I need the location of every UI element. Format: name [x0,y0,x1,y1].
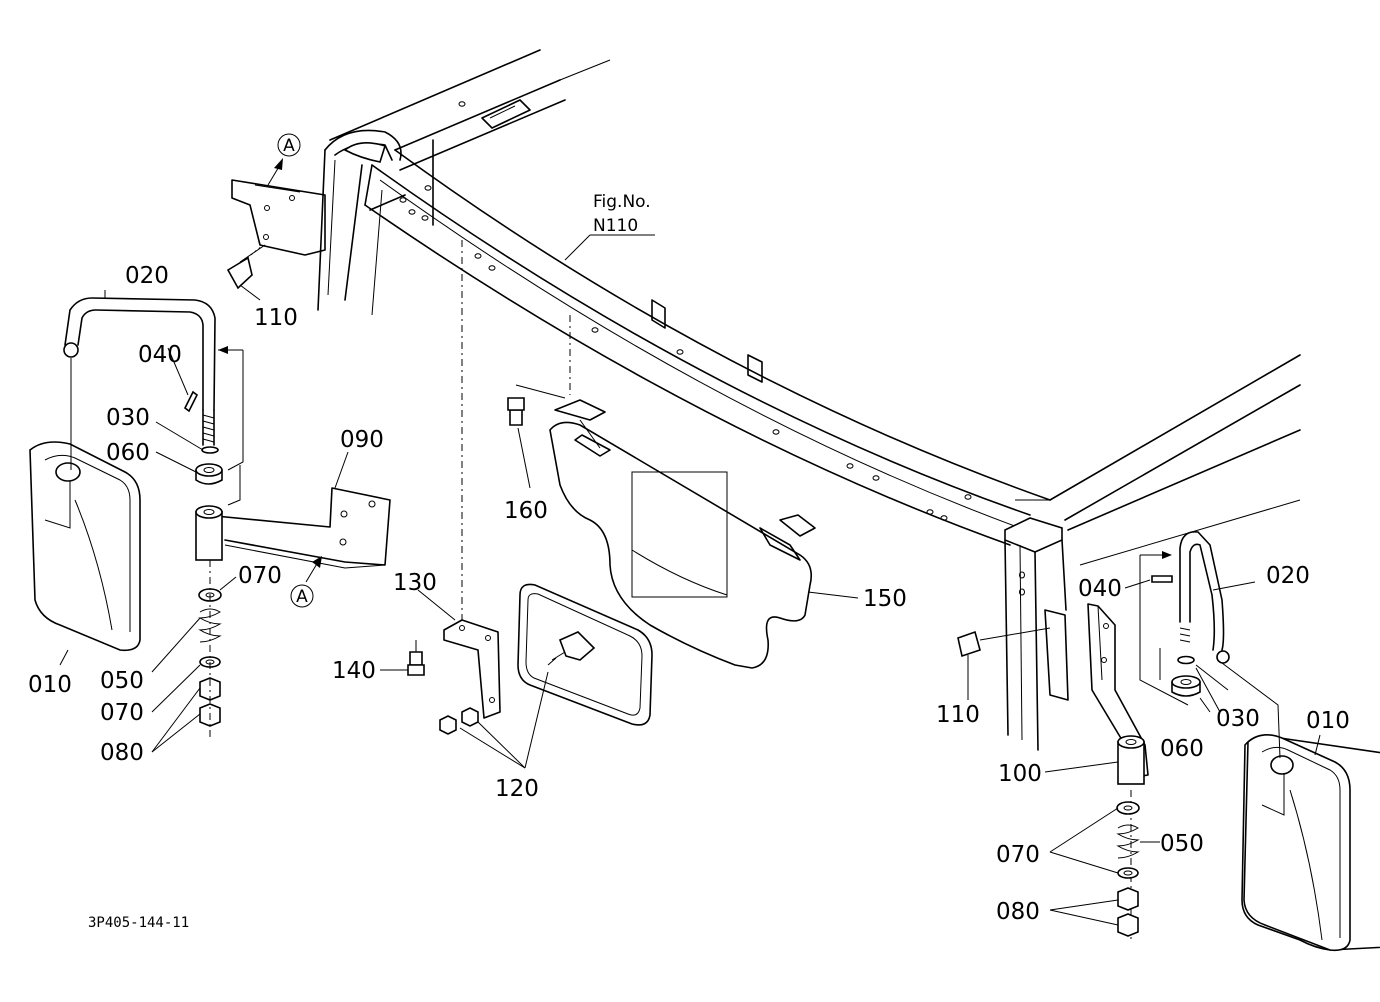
cab-frame [317,49,1301,751]
part-label-150: 150 [863,586,907,612]
right-mirror-assembly [957,531,1380,952]
part-label-160: 160 [504,498,548,524]
fig-no-value: N110 [593,216,638,236]
part-label-110-left: 110 [254,305,298,331]
part-label-100: 100 [998,761,1042,787]
part-label-090: 090 [340,427,384,453]
part-label-050-left: 050 [100,668,144,694]
center-assembly [407,240,816,735]
part-label-080-right: 080 [996,899,1040,925]
part-label-020-right: 020 [1266,563,1310,589]
figure-reference: Fig.No. N110 [593,192,651,236]
left-mirror-assembly [29,179,391,740]
part-label-130: 130 [393,570,437,596]
fig-no-label: Fig.No. [593,192,651,212]
part-label-110-right: 110 [936,702,980,728]
part-label-030-left: 030 [106,405,150,431]
part-label-040-right: 040 [1078,576,1122,602]
part-label-080-left: 080 [100,740,144,766]
part-label-010-right: 010 [1306,708,1350,734]
part-label-140: 140 [332,658,376,684]
part-label-070-left-lower: 070 [100,700,144,726]
view-marker-a-bottom: A [290,556,322,608]
view-marker-label: A [296,587,308,607]
part-label-020-left: 020 [125,263,169,289]
part-label-060-left: 060 [106,440,150,466]
part-label-060-right: 060 [1160,736,1204,762]
view-marker-a-top: A [267,133,301,186]
part-label-120: 120 [495,776,539,802]
part-label-050-right: 050 [1160,831,1204,857]
view-marker-label: A [283,136,295,156]
part-label-040-left: 040 [138,342,182,368]
drawing-number: 3P405-144-11 [88,915,189,931]
leader-lines [59,234,1321,926]
part-label-070-right: 070 [996,842,1040,868]
part-labels: 020 110 040 030 060 090 070 050 070 080 … [28,263,1350,925]
part-label-010-left: 010 [28,672,72,698]
beam-holes [399,101,972,521]
part-label-070-left-upper: 070 [238,563,282,589]
part-label-030-right: 030 [1216,706,1260,732]
